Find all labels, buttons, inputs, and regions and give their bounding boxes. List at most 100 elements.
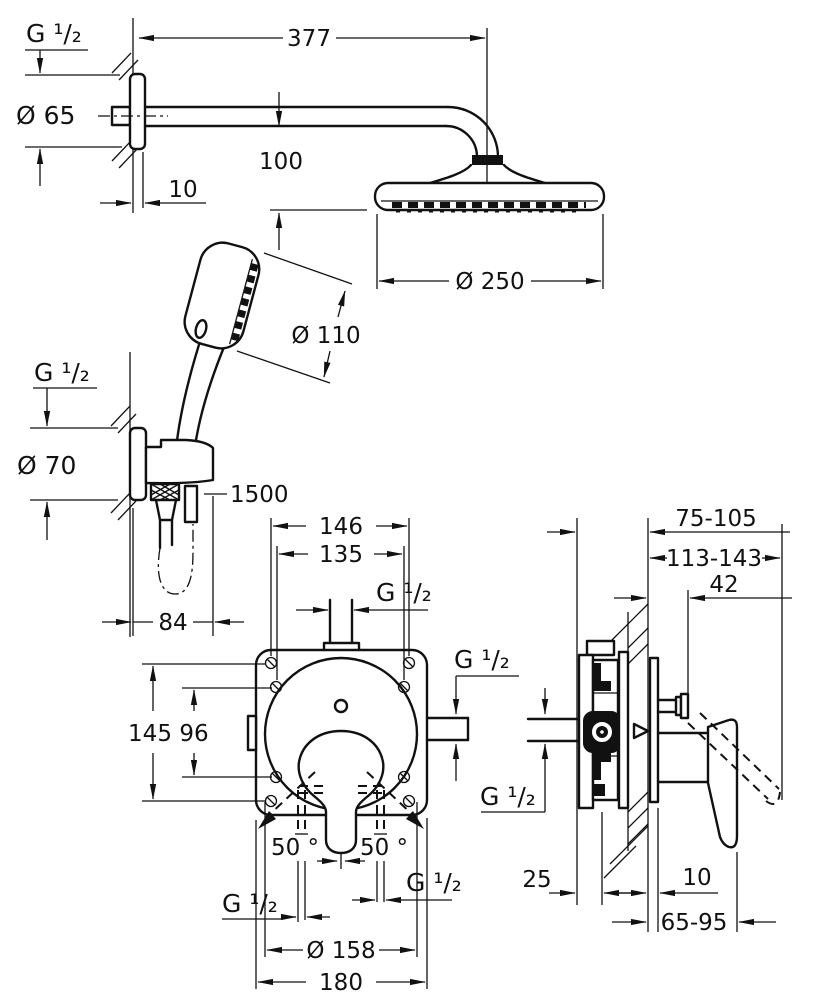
dim-hose-length: 1500 [204,482,289,508]
dim-side-depth-range-label: 75-105 [675,506,756,532]
dim-holder-flange-label: Ø 70 [17,451,76,480]
dim-side-handle-range-label: 65-95 [661,910,728,936]
dim-side-inlet-thread: G ¹/₂ [480,688,549,813]
rotation-arrow-right [406,811,424,829]
wall-hatch [603,603,649,879]
dim-hand-shower-dia-label: Ø 110 [291,323,360,349]
dim-hose-length-label: 1500 [230,482,289,508]
dim-side-depth-range: 75-105 [547,506,790,536]
holder-flange [128,426,148,502]
dim-valve-bottom-right-thread: G ¹/₂ [352,868,462,904]
hose-nut [149,482,181,502]
hose-loop [157,524,194,595]
dim-valve-top-thread: G ¹/₂ [296,578,432,614]
wall-hatch [110,405,137,521]
dim-side-depth-range-total-label: 113-143 [666,546,762,572]
head-bell-left [428,163,473,185]
valve-center-hole [333,698,349,714]
dim-head-drop: 100 [259,92,367,250]
dim-valve-bottom-left-thread-label: G ¹/₂ [222,889,278,918]
valve-left-tab [246,714,258,752]
handle-side [656,712,781,849]
wall-hatch [111,52,139,169]
handle-centerline [317,854,365,869]
dim-holder-depth: 84 [102,496,244,636]
dim-side-inlet-thread-label: G ¹/₂ [480,782,536,811]
hand-shower-handle [174,330,205,451]
top-screw [585,639,616,657]
dim-arm-flange-label: Ø 65 [16,101,75,130]
dim-side-body-depth-label: 25 [522,867,551,893]
dim-valve-angles: 50 ° 50 ° [271,835,408,861]
side-inlet-pipe [526,717,586,743]
dim-side-screw-offset: 42 [614,572,792,602]
valve-screw-holes [264,656,416,808]
dim-valve-height-inner-label: 96 [179,721,208,747]
dim-valve-width-inner: 135 [276,542,405,680]
dim-arm-thread: G ¹/₂ [25,19,88,74]
dim-side-outlet-thread-label: G ¹/₂ [454,645,510,674]
dim-valve-angle-right-label: 50 ° [360,835,408,861]
handle-alt-position [687,722,769,800]
shower-holder [144,438,215,595]
dim-side-trim-thickness-label: 10 [682,865,711,891]
valve-handle-front [297,729,385,855]
escutcheon-side [648,656,660,804]
dim-arm-length: 377 [138,26,488,182]
dim-side-outlet-thread: G ¹/₂ [452,645,519,781]
valve-right-stub [425,716,470,742]
valve-body-side [577,639,630,810]
dim-valve-top-thread-label: G ¹/₂ [376,578,432,607]
head-bell-right [502,163,547,185]
hand-shower-spray-face [230,263,259,344]
outlet-extension-lines [297,861,385,922]
hose-cone [154,498,178,522]
dim-holder-thread-label: G ¹/₂ [34,358,90,387]
hose-stub [183,484,199,524]
dim-arm-plate-offset: 10 [100,152,206,208]
valve-side-view [526,603,781,879]
dim-valve-plate-width: 180 [255,818,428,996]
dim-head-dia: Ø 250 [376,214,604,295]
dim-arm-length-label: 377 [287,26,331,52]
dim-arm-plate-offset-label: 10 [168,177,197,203]
dim-side-screw-offset-label: 42 [709,572,738,598]
dim-valve-bottom-left-thread: G ¹/₂ [222,889,330,921]
mounting-plate-side [617,650,630,810]
dim-valve-height-inner: 96 [179,687,272,778]
dim-holder-depth-label: 84 [158,610,187,636]
dim-hand-shower-dia: Ø 110 [236,252,361,384]
dim-side-trim-thickness: 10 [608,865,718,897]
dim-head-drop-label: 100 [259,149,303,175]
rotation-range [258,771,424,829]
holder-body [144,438,215,485]
dim-valve-width-outer: 146 [270,514,410,656]
dim-side-handle-range: 65-95 [612,910,776,936]
arm-escutcheon [128,72,147,151]
handle-lever-side [706,718,739,849]
dim-valve-height-outer-label: 145 [128,721,172,747]
spray-mode-button [194,319,208,339]
dim-valve-width-inner-label: 135 [319,542,363,568]
dim-head-dia-label: Ø 250 [455,269,524,295]
hidden-edges [295,785,387,835]
dim-holder-thread: G ¹/₂ [33,358,97,427]
dim-valve-circle-dia-label: Ø 158 [306,938,375,964]
dim-valve-bottom-right-thread-label: G ¹/₂ [406,868,462,897]
adjustment-screw [656,692,690,720]
dim-side-depth-range-total: 113-143 [649,546,781,572]
dim-valve-circle-dia: Ø 158 [264,802,418,964]
dim-valve-height-outer: 145 [128,663,266,802]
dim-valve-width-outer-label: 146 [319,514,363,540]
hand-shower-head [183,241,261,350]
overhead-shower-head [373,181,606,213]
dim-arm-flange: Ø 65 [16,74,122,186]
side-extension-lines [576,518,783,932]
finished-wall-mark [632,722,650,740]
dim-holder-flange: Ø 70 [17,427,118,540]
shower-arm [143,105,547,185]
valve-front-view [246,598,470,869]
hand-shower [174,241,261,456]
